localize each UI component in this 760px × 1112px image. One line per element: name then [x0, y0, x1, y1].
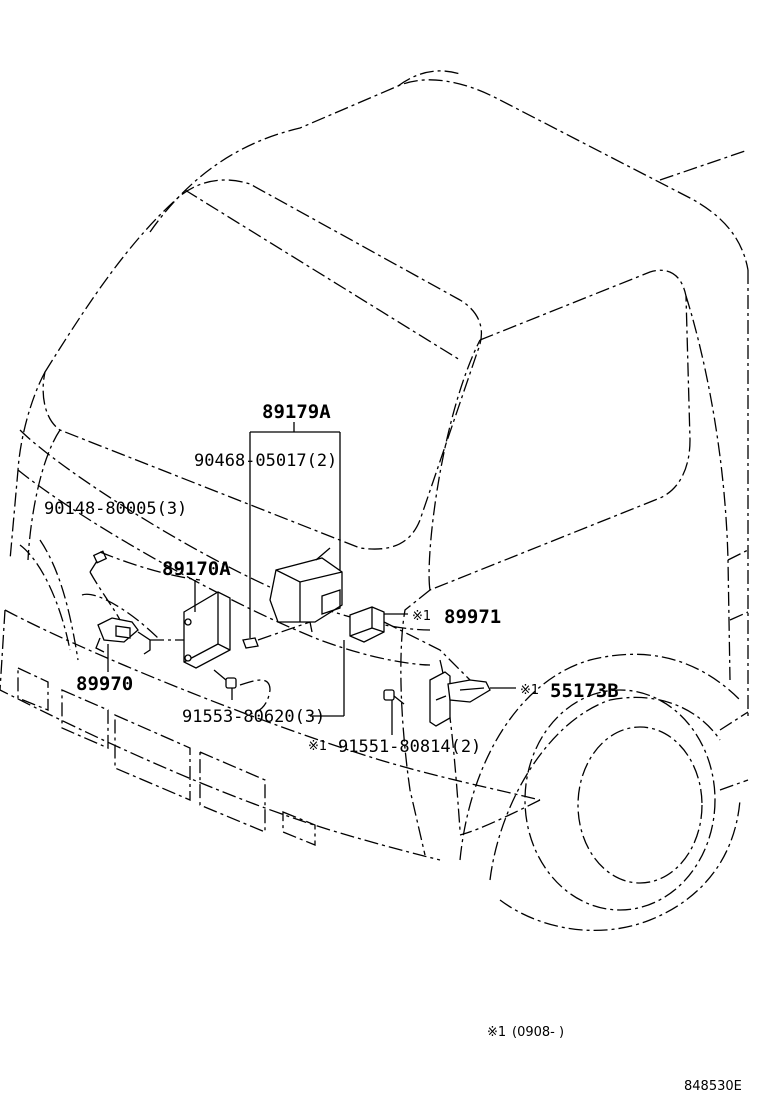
sensor-89970-icon — [95, 617, 151, 655]
label-91553-80620: 91553-80620(3) — [182, 707, 325, 727]
label-89179a: 89179A — [262, 401, 331, 423]
cover-89179a-icon — [269, 547, 343, 633]
mark-55173b: ※1 — [520, 683, 539, 698]
label-89970: 89970 — [76, 673, 133, 695]
label-89971: 89971 — [444, 606, 501, 628]
mark-91551: ※1 — [308, 739, 327, 754]
mark-89971: ※1 — [412, 609, 431, 624]
label-55173b: 55173B — [550, 680, 619, 702]
label-90148-80005: 90148-80005(3) — [44, 499, 187, 519]
bolt-91551-icon — [383, 689, 405, 705]
leader-lines — [89, 422, 516, 735]
clip-90468-icon — [242, 637, 259, 649]
diagram-code: 848530E — [684, 1079, 742, 1094]
footnote-mark: ※1 — [487, 1025, 506, 1040]
truck-outline — [0, 70, 749, 931]
module-89170a-icon — [183, 591, 231, 669]
bolt-91553-icon — [213, 669, 237, 689]
label-90468-05017: 90468-05017(2) — [194, 451, 337, 471]
bolt-90148-icon — [89, 550, 108, 573]
label-91551-80814: 91551-80814(2) — [338, 737, 481, 757]
sensor-89971-icon — [349, 606, 385, 643]
footnote-text: (0908- ) — [512, 1025, 564, 1040]
bracket-55173b-icon — [429, 671, 491, 727]
label-89170a: 89170A — [162, 558, 231, 580]
